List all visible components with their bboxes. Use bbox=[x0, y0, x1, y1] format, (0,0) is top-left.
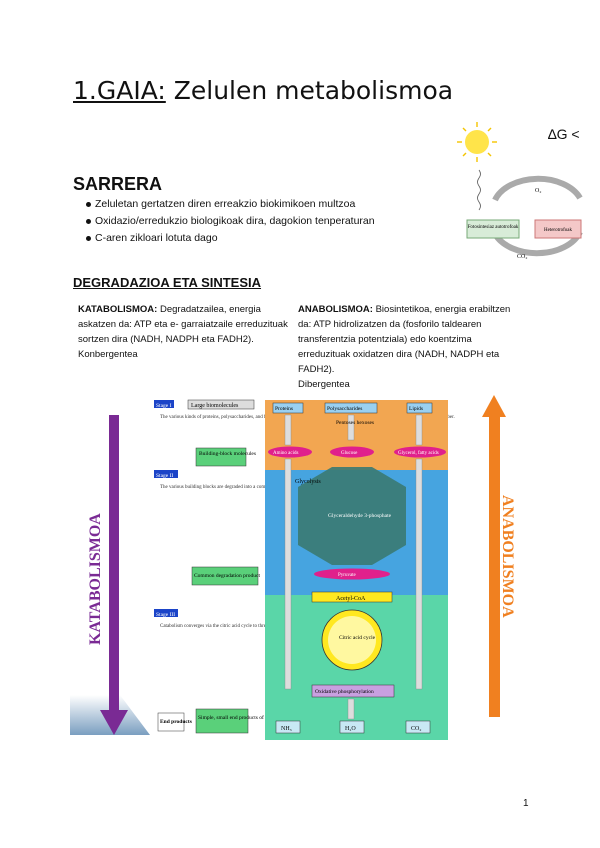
delta-g-label: ∆G < bbox=[548, 126, 580, 142]
co2-label: CO₂ bbox=[517, 254, 527, 260]
katabolismoa-column: KATABOLISMOA: Degradatzailea, energia as… bbox=[78, 302, 288, 362]
sarrera-heading: SARRERA bbox=[73, 174, 163, 194]
simple-products-box: Simple, small end products of catabolism bbox=[198, 714, 290, 721]
polysaccharides-box: Polysaccharides bbox=[327, 406, 362, 412]
h2o-box: H₂O bbox=[345, 726, 356, 732]
sarrera-list: Zeluletan gertatzen diren erreakzio biok… bbox=[73, 196, 375, 247]
common-product-box: Common degradation product bbox=[194, 573, 260, 579]
glyceraldehyde-label: Glyceraldehyde 3-phosphate bbox=[328, 513, 392, 519]
building-block-box: Building-block molecules bbox=[199, 451, 256, 457]
title-text: Zelulen metabolismoa bbox=[173, 76, 454, 105]
anabolismoa-text: Biosintetikoa, energia erabiltzen da: AT… bbox=[298, 304, 511, 375]
acetyl-coa-box: Acetyl-CoA bbox=[336, 596, 366, 602]
proteins-box: Proteins bbox=[275, 406, 293, 412]
katabolismoa-arrow-label: KATABOLISMOA bbox=[87, 513, 104, 645]
page-title: 1.GAIA: Zelulen metabolismoa bbox=[73, 76, 453, 105]
metabolism-diagram: KATABOLISMOA ANABOLISMOA Stage I Large b… bbox=[70, 395, 530, 745]
title-number: 1.GAIA: bbox=[73, 76, 166, 105]
co2-box: CO₂ bbox=[411, 726, 421, 732]
nh3-box: NH₃ bbox=[281, 726, 292, 732]
pyruvate-pill: Pyruvate bbox=[338, 573, 357, 578]
list-item: Zeluletan gertatzen diren erreakzio biok… bbox=[73, 196, 375, 213]
o2-label: O₂ bbox=[535, 188, 541, 194]
anabolismoa-note: Dibergentea bbox=[298, 379, 350, 390]
glycerol-pill: Glycerol, fatty acids bbox=[398, 451, 439, 456]
anabolismoa-arrow-label: ANABOLISMOA bbox=[499, 495, 516, 618]
amino-acids-pill: Amino acids bbox=[273, 451, 298, 456]
stage2-label: Stage II bbox=[156, 473, 173, 479]
section-heading: DEGRADAZIOA ETA SINTESIA bbox=[73, 275, 262, 290]
glucose-pill: Glucose bbox=[341, 451, 358, 456]
stage1-label: Stage I bbox=[156, 403, 172, 409]
heterotroph-label: Heterotrofoak bbox=[544, 228, 573, 233]
list-item: C-aren zikloari lotuta dago bbox=[73, 230, 375, 247]
oxphos-box: Oxidative phosphorylation bbox=[315, 689, 374, 695]
katabolismoa-label: KATABOLISMOA: bbox=[78, 304, 158, 315]
list-item: Oxidazio/erredukzio biologikoak dira, da… bbox=[73, 213, 375, 230]
carbon-cycle-figure: O₂ CO₂ Fotosintesiaz autotrofoak Heterot… bbox=[455, 120, 595, 270]
end-products-label: End products bbox=[160, 719, 192, 725]
citric-cycle-label: Citric acid cycle bbox=[339, 635, 376, 641]
anabolismoa-column: ANABOLISMOA: Biosintetikoa, energia erab… bbox=[298, 302, 523, 392]
katabolismoa-note: Konbergentea bbox=[78, 349, 138, 360]
anabolismoa-label: ANABOLISMOA: bbox=[298, 304, 373, 315]
lipids-box: Lipids bbox=[409, 406, 423, 412]
stage3-label: Stage III bbox=[156, 612, 175, 618]
sun-icon bbox=[465, 130, 489, 154]
stage1-box: Large biomolecules bbox=[191, 403, 239, 409]
stage2-text: The various building blocks are degraded… bbox=[160, 485, 358, 490]
page-number: 1 bbox=[523, 798, 529, 809]
glycolysis-label: Glycolysis bbox=[295, 479, 321, 485]
pentoses-label: Pentoses hexoses bbox=[336, 420, 374, 426]
autotroph-label: Fotosintesiaz autotrofoak bbox=[468, 225, 519, 230]
katabolismoa-text: Degradatzailea, energia askatzen da: ATP… bbox=[78, 304, 288, 345]
